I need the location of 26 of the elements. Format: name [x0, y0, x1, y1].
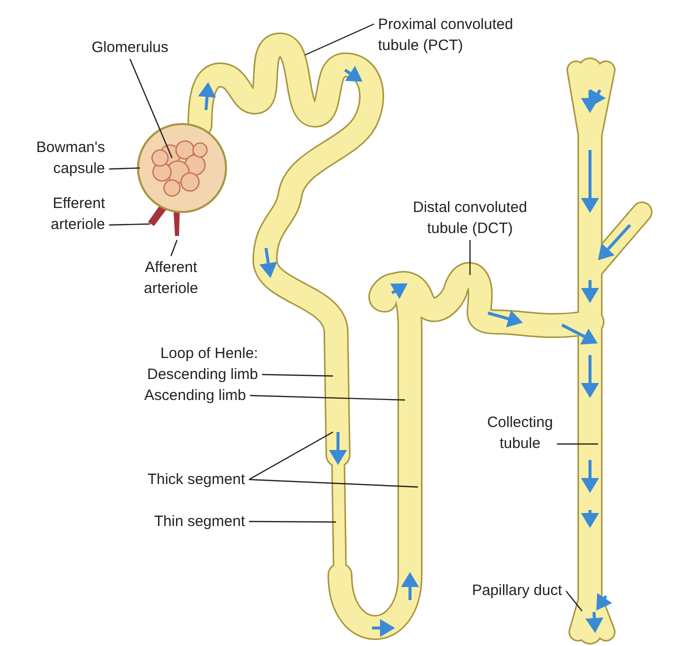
- leader-line: [129, 58, 173, 158]
- leader-line: [304, 23, 374, 56]
- leader-line: [108, 167, 140, 170]
- part-label: Efferent arteriole: [5, 193, 105, 235]
- part-label: Ascending limb: [100, 385, 246, 406]
- part-label: Glomerulus: [75, 37, 185, 58]
- part-label: Papillary duct: [470, 580, 562, 601]
- leader-line: [566, 590, 582, 612]
- leader-line: [556, 443, 598, 445]
- leader-line: [170, 240, 178, 256]
- part-label: Collecting tubule: [470, 412, 570, 454]
- part-label: Afferent arteriole: [120, 257, 222, 299]
- leader-line: [248, 431, 334, 480]
- leader-line: [248, 478, 418, 488]
- part-label: Thin segment: [100, 511, 245, 532]
- leader-line: [249, 520, 336, 523]
- part-label: Proximal convoluted tubule (PCT): [378, 14, 538, 56]
- part-label: Descending limb: [100, 364, 258, 385]
- part-label: Thick segment: [100, 469, 245, 490]
- group-heading: Loop of Henle:: [159, 344, 258, 364]
- part-label: Bowman's capsule: [5, 137, 105, 179]
- part-label: Distal convoluted tubule (DCT): [400, 197, 540, 239]
- leader-line: [262, 374, 334, 377]
- leader-line: [250, 394, 406, 401]
- leader-line: [108, 223, 150, 226]
- leader-line: [469, 240, 471, 275]
